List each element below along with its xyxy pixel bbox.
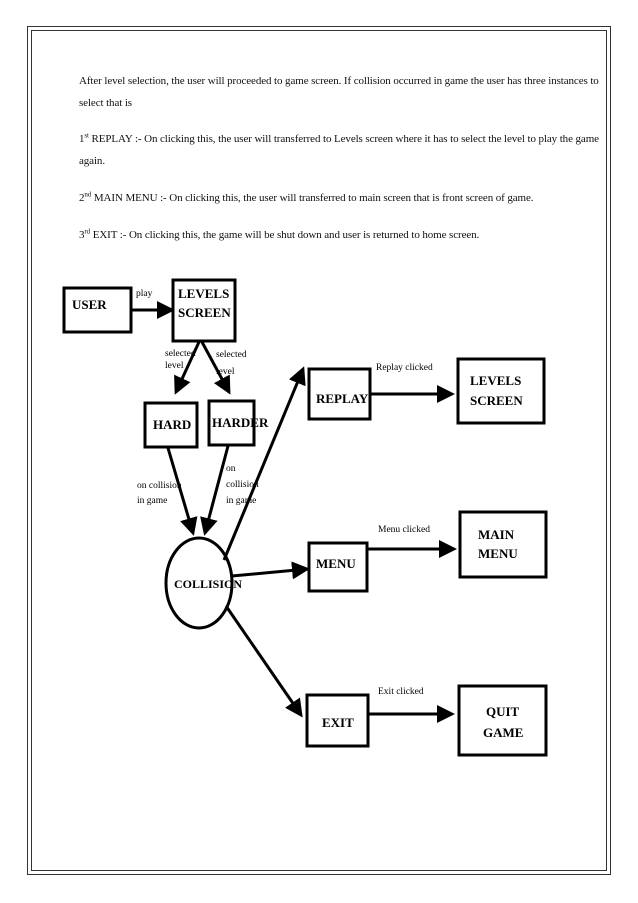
- selected-level-label-a-line1: selected: [165, 349, 196, 359]
- quit-game-box: [457, 684, 548, 757]
- selected-level-label-b-line1: selected: [216, 350, 247, 360]
- replay-ordinal: 1: [79, 133, 85, 145]
- exit-label: EXIT: [322, 715, 354, 730]
- exit-ordinal: 3: [79, 229, 85, 241]
- menu-ordinal-suffix: nd: [84, 190, 92, 199]
- menu-label: MENU: [316, 556, 356, 571]
- collision-exit-arrow: [224, 605, 303, 718]
- main-menu-paragraph: 2nd MAIN MENU :- On clicking this, the u…: [79, 187, 599, 209]
- main-menu-box: [458, 510, 548, 579]
- page-border-outer: [27, 26, 611, 875]
- exit-description: EXIT :- On clicking this, the game will …: [90, 229, 480, 241]
- on-collision-label-a-line1: on collision: [137, 481, 182, 491]
- intro-paragraph: After level selection, the user will pro…: [79, 75, 599, 109]
- levels-screen-label-line1: LEVELS: [178, 286, 229, 301]
- harder-collision-arrow: [200, 445, 230, 536]
- page-border-inner: [31, 30, 607, 871]
- hard-label: HARD: [153, 417, 191, 432]
- select-harder-arrow: [200, 341, 231, 395]
- replay-clicked-label: Replay clicked: [376, 363, 433, 373]
- replay-description: REPLAY :- On clicking this, the user wil…: [79, 133, 599, 167]
- collision-label: COLLISION: [174, 577, 242, 591]
- levels-screen-result-line2: SCREEN: [470, 393, 523, 408]
- collision-replay-arrow: [222, 366, 306, 561]
- replay-ordinal-suffix: st: [84, 131, 89, 140]
- menu-ordinal: 2: [79, 192, 85, 204]
- harder-box: [207, 399, 256, 447]
- on-collision-label-b-line3: in game: [226, 496, 256, 506]
- main-menu-label-line1: MAIN: [478, 527, 515, 542]
- quit-game-label-line2: GAME: [483, 725, 523, 740]
- play-label: play: [136, 289, 153, 299]
- on-collision-label-a-line2: in game: [137, 496, 167, 506]
- collision-node: [164, 536, 234, 630]
- levels-screen-result-line1: LEVELS: [470, 373, 521, 388]
- user-label: USER: [72, 297, 107, 312]
- levels-screen-result-box: [456, 357, 546, 425]
- hard-box: [143, 401, 199, 449]
- selected-level-label-b-line2: level: [216, 367, 235, 377]
- menu-description: MAIN MENU :- On clicking this, the user …: [91, 192, 534, 204]
- collision-menu-arrow: [231, 561, 310, 580]
- selected-level-label-a-line2: level: [165, 361, 184, 371]
- menu-clicked-label: Menu clicked: [378, 525, 430, 535]
- exit-paragraph: 3rd EXIT :- On clicking this, the game w…: [79, 224, 599, 246]
- on-collision-label-b-line2: collision: [226, 480, 259, 490]
- harder-label: HARDER: [212, 415, 269, 430]
- replay-paragraph: 1st REPLAY :- On clicking this, the user…: [79, 128, 599, 172]
- levels-screen-label-line2: SCREEN: [178, 305, 231, 320]
- replay-label: REPLAY: [316, 391, 369, 406]
- hard-collision-arrow: [166, 447, 198, 536]
- exit-clicked-label: Exit clicked: [378, 687, 424, 697]
- exit-ordinal-suffix: rd: [84, 227, 91, 236]
- exit-box: [305, 693, 370, 748]
- select-hard-arrow: [174, 341, 201, 395]
- main-menu-label-line2: MENU: [478, 546, 518, 561]
- on-collision-label-b-line1: on: [226, 464, 236, 474]
- quit-game-label-line1: QUIT: [486, 704, 520, 719]
- levels-screen-box: [171, 278, 237, 343]
- menu-box: [307, 541, 369, 593]
